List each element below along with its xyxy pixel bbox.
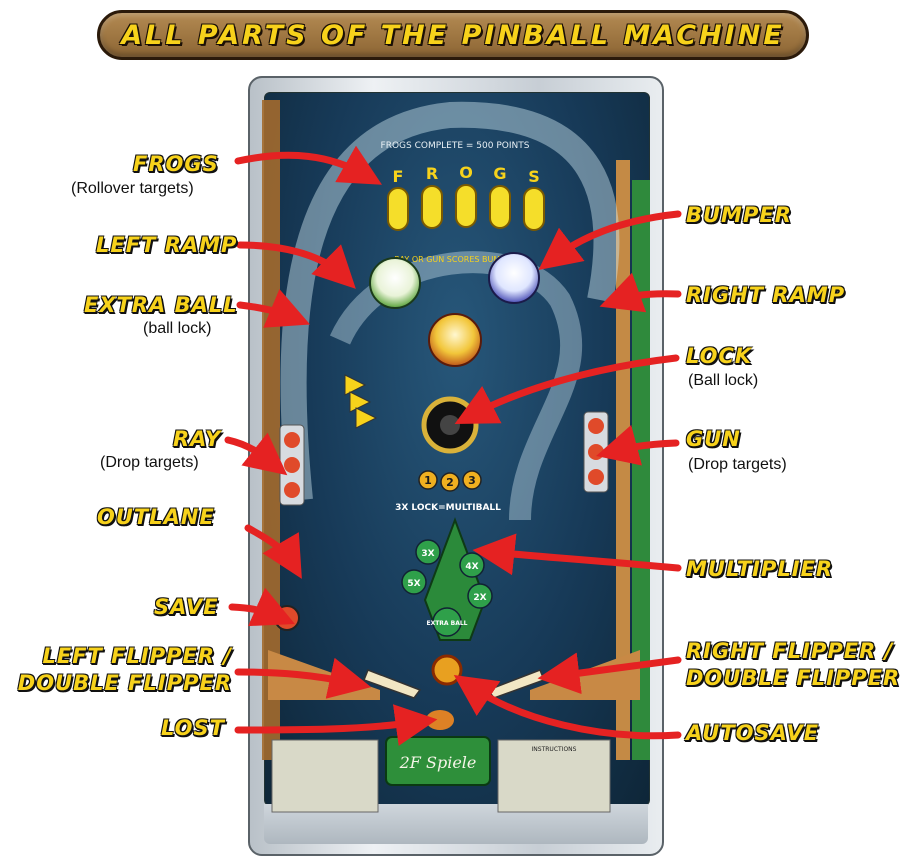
center-bumper xyxy=(428,313,482,367)
arrow-lock xyxy=(454,354,680,425)
label-ray: RAY xyxy=(173,427,222,451)
logo-plate xyxy=(385,736,491,786)
label-ray-sub: (Drop targets) xyxy=(100,454,199,471)
right-bumper xyxy=(488,252,540,304)
label-right-flipper-2: DOUBLE FLIPPER xyxy=(686,666,901,690)
arrow-bumper xyxy=(538,210,682,270)
label-lost: LOST xyxy=(161,716,225,740)
rollover-targets xyxy=(387,184,545,231)
autosave-target xyxy=(431,654,463,686)
svg-text:2X: 2X xyxy=(473,593,486,603)
svg-text:4X: 4X xyxy=(465,562,478,572)
label-gun-sub: (Drop targets) xyxy=(688,456,787,473)
label-extra-ball-sub: (ball lock) xyxy=(143,320,212,337)
label-lock: LOCK xyxy=(686,344,753,368)
frogs-letter: F xyxy=(393,167,404,186)
arrow-autosave xyxy=(453,674,682,740)
svg-text:5X: 5X xyxy=(407,579,420,589)
frogs-letter: G xyxy=(493,164,506,183)
arrow-frogs xyxy=(234,145,383,185)
label-left-ramp: LEFT RAMP xyxy=(96,233,238,257)
multiplier-stack: 3X 4X 5X 2X EXTRA BALL xyxy=(401,517,493,641)
svg-text:3: 3 xyxy=(468,474,476,487)
page-title: ALL PARTS OF THE PINBALL MACHINE xyxy=(121,20,785,51)
arrow-multiplier xyxy=(472,533,682,576)
extra-ball-text: EXTRA BALL xyxy=(426,620,467,627)
frogs-letters: F R O G S xyxy=(393,163,540,186)
arrow-extra-ball xyxy=(236,289,311,328)
label-extra-ball: EXTRA BALL xyxy=(84,293,238,317)
frogs-letter: R xyxy=(426,164,438,183)
arrow-right-flipper xyxy=(537,652,682,695)
arrow-save xyxy=(228,587,295,627)
ray-drop-targets xyxy=(279,424,305,506)
gun-drop-targets xyxy=(583,411,609,493)
label-autosave: AUTOSAVE xyxy=(686,721,820,745)
slingshot-arrows xyxy=(344,374,378,429)
lock-core xyxy=(440,415,460,435)
logo-text: 2F Spiele xyxy=(399,753,477,772)
arrow-ray xyxy=(224,432,288,476)
arrow-left-ramp xyxy=(236,241,356,289)
label-lock-sub: (Ball lock) xyxy=(688,372,759,389)
label-right-flipper-1: RIGHT FLIPPER / xyxy=(686,639,894,663)
label-frogs-sub: (Rollover targets) xyxy=(71,180,194,197)
label-outlane: OUTLANE xyxy=(97,505,215,529)
arrow-right-ramp xyxy=(599,272,682,313)
arrow-outlane xyxy=(244,524,302,579)
right-rail xyxy=(632,180,650,760)
label-right-ramp: RIGHT RAMP xyxy=(686,283,846,307)
label-bumper: BUMPER xyxy=(686,203,792,227)
svg-text:1: 1 xyxy=(424,474,432,487)
label-left-flipper-2: DOUBLE FLIPPER xyxy=(17,671,232,695)
label-left-flipper-1: LEFT FLIPPER / xyxy=(42,644,232,668)
svg-text:2: 2 xyxy=(446,476,454,489)
frogs-header: FROGS COMPLETE = 500 POINTS xyxy=(381,141,530,151)
frogs-letter: S xyxy=(528,167,540,186)
label-gun: GUN xyxy=(686,427,741,451)
orbit-ramp xyxy=(280,101,620,502)
lock-indicators: 1 2 3 xyxy=(418,470,482,492)
left-bumper xyxy=(369,257,421,309)
title-banner: ALL PARTS OF THE PINBALL MACHINE xyxy=(97,10,809,60)
frogs-letter: O xyxy=(459,163,473,182)
score-card xyxy=(271,739,379,813)
arrow-lost xyxy=(234,704,438,746)
arrows xyxy=(224,145,682,746)
label-frogs: FROGS xyxy=(133,152,219,176)
arrow-left-flipper xyxy=(234,657,372,699)
label-save: SAVE xyxy=(154,595,219,619)
lock-multiball-text: 3X LOCK=MULTIBALL xyxy=(395,503,501,513)
instructions-card xyxy=(497,739,611,813)
drain xyxy=(426,710,454,730)
ray-gun-text: RAY OR GUN SCORES BUMPER xyxy=(394,255,516,264)
instructions-title: INSTRUCTIONS xyxy=(532,746,577,753)
arrow-gun xyxy=(596,424,680,466)
svg-text:3X: 3X xyxy=(421,549,434,559)
label-multiplier: MULTIPLIER xyxy=(686,557,834,581)
